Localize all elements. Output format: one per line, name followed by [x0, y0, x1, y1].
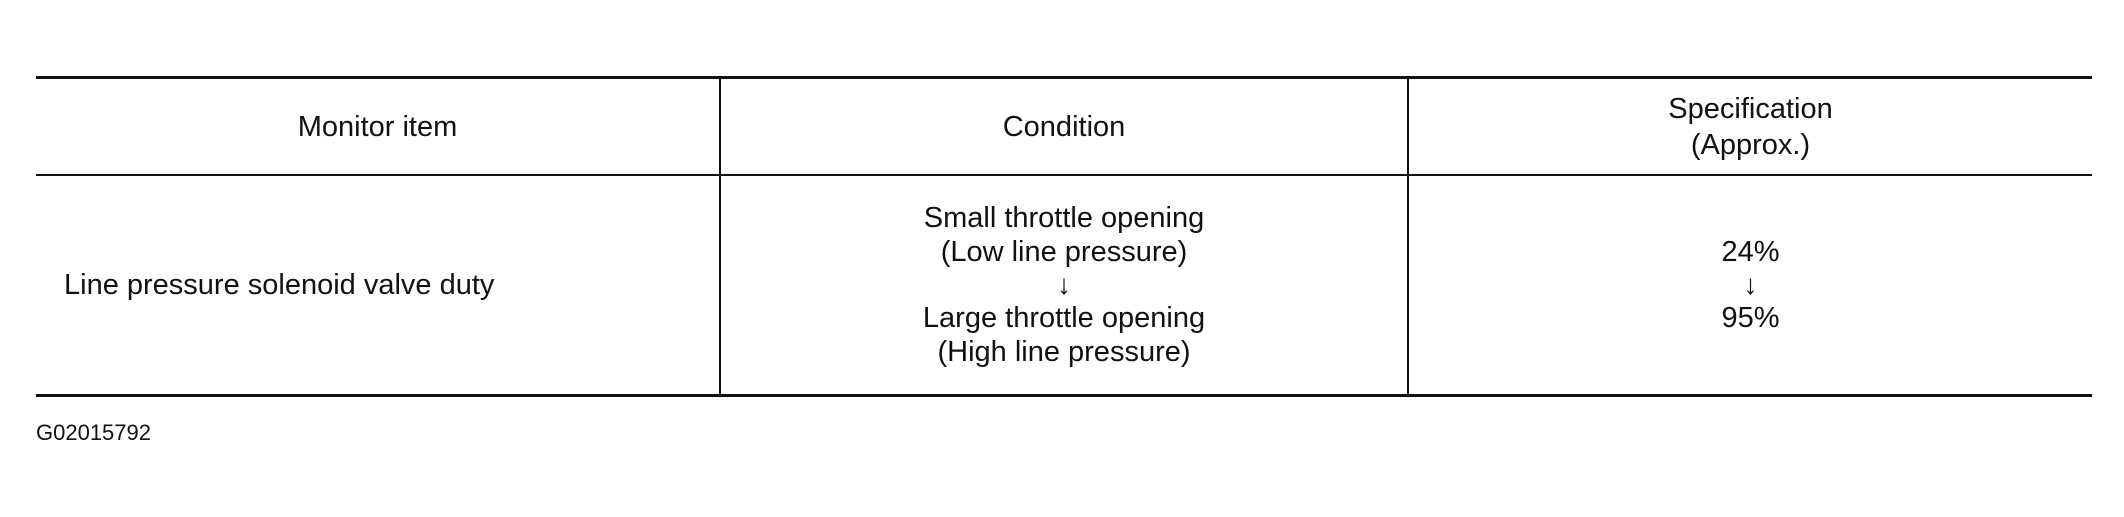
table-row: Line pressure solenoid valve duty Small … [36, 175, 2092, 397]
header-monitor-item: Monitor item [36, 76, 720, 176]
header-specification-qualifier: (Approx.) [1690, 128, 1811, 161]
monitor-item-text: Line pressure solenoid valve duty [64, 269, 495, 301]
header-row: Monitor item Condition Specification (Ap… [36, 76, 2092, 176]
condition-to-line-2: (High line pressure) [937, 336, 1191, 368]
specification-to-value: 95% [1721, 302, 1780, 334]
table-header: Monitor item Condition Specification (Ap… [36, 76, 2092, 176]
condition-to-line-1: Large throttle opening [922, 302, 1206, 334]
header-specification: Specification (Approx.) [1407, 76, 2092, 176]
header-specification-label: Specification [1668, 92, 1833, 125]
down-arrow-icon: ↓ [1743, 269, 1758, 300]
header-condition-label: Condition [1002, 110, 1126, 143]
header-condition: Condition [719, 76, 1408, 176]
condition-from-line-2: (Low line pressure) [940, 236, 1188, 268]
condition-cell: Small throttle opening (Low line pressur… [719, 175, 1408, 397]
specification-from-value: 24% [1721, 236, 1780, 268]
specification-table: Monitor item Condition Specification (Ap… [36, 76, 2092, 397]
figure-code: G02015792 [36, 420, 151, 445]
table-body: Line pressure solenoid valve duty Small … [36, 175, 2092, 397]
specification-cell: 24% ↓ 95% [1407, 175, 2092, 397]
condition-from-line-1: Small throttle opening [923, 202, 1205, 234]
header-monitor-item-label: Monitor item [297, 110, 458, 143]
down-arrow-icon: ↓ [1057, 269, 1071, 300]
monitor-item-cell: Line pressure solenoid valve duty [36, 175, 720, 397]
